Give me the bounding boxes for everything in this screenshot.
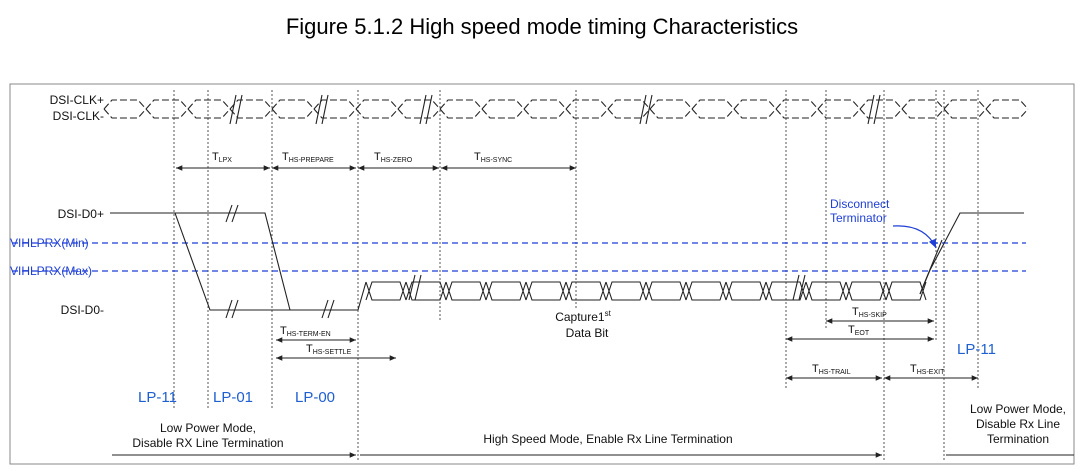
t-prepare: THS-PREPARE xyxy=(282,151,334,164)
data-break-marks xyxy=(225,204,806,319)
state-lp11-a: LP-11 xyxy=(138,389,177,406)
label-vih-max: VIHLPRX(Max) xyxy=(10,264,92,278)
t-termen: THS-TERM-EN xyxy=(280,325,331,338)
capture-label: Capture1st Data Bit xyxy=(555,309,611,340)
clock-break-0b xyxy=(235,94,243,125)
data-lane-waveform xyxy=(110,212,1024,311)
svg-text:Terminator: Terminator xyxy=(830,211,887,225)
svg-text:Termination: Termination xyxy=(987,432,1049,446)
t-skip: THS-SKIP xyxy=(852,306,887,319)
signal-labels: DSI-CLK+ DSI-CLK- DSI-D0+ DSI-D0- xyxy=(50,93,104,317)
figure-title: Figure 5.1.2 High speed mode timing Char… xyxy=(285,14,799,39)
label-clk-pos: DSI-CLK+ xyxy=(50,93,104,107)
d0p-trace-left xyxy=(110,212,290,311)
clock-diff-pattern xyxy=(103,99,1029,119)
hs-data-eyes xyxy=(365,281,927,301)
clock-waveform xyxy=(103,94,1029,125)
clock-break-1a xyxy=(315,94,323,125)
label-d0-neg: DSI-D0- xyxy=(61,303,104,317)
d0n-exit xyxy=(919,239,943,295)
level-labels: VIHLPRX(Min) VIHLPRX(Max) xyxy=(10,236,92,278)
disconnect-label: Disconnect Terminator xyxy=(830,197,890,225)
vertical-guides xyxy=(173,90,979,460)
t-zero: THS-ZERO xyxy=(374,151,413,164)
timing-labels: TLPX THS-PREPARE THS-ZERO THS-SYNC THS-T… xyxy=(212,151,945,376)
clock-break-1b xyxy=(321,94,329,125)
clock-break-3b xyxy=(645,94,653,125)
svg-text:Capture1st: Capture1st xyxy=(555,309,611,324)
svg-text:High Speed Mode, Enable Rx Lin: High Speed Mode, Enable Rx Line Terminat… xyxy=(483,432,732,446)
disconnect-arrow xyxy=(892,225,937,249)
clock-break-2b xyxy=(425,94,433,125)
t-lpx: TLPX xyxy=(212,151,232,164)
svg-text:Data Bit: Data Bit xyxy=(566,326,609,340)
timing-arrows xyxy=(112,165,1074,458)
svg-text:Low Power Mode,: Low Power Mode, xyxy=(970,402,1066,416)
label-d0-pos: DSI-D0+ xyxy=(58,207,104,221)
svg-text:Disable RX Line Termination: Disable RX Line Termination xyxy=(132,436,283,450)
t-settle: THS-SETTLE xyxy=(306,343,352,356)
clock-break-0a xyxy=(229,94,237,125)
t-sync: THS-SYNC xyxy=(474,151,512,164)
mode-labels: Low Power Mode, Disable RX Line Terminat… xyxy=(132,402,1066,450)
label-clk-neg: DSI-CLK- xyxy=(53,109,104,123)
d0n-trace-left xyxy=(110,212,367,311)
t-trail: THS-TRAIL xyxy=(812,363,851,376)
clock-break-4b xyxy=(873,94,881,125)
t-exit: THS-EXIT xyxy=(910,363,945,376)
clock-break-2a xyxy=(419,94,427,125)
clock-break-4a xyxy=(867,94,875,125)
hs-eye-pattern xyxy=(365,281,927,301)
t-eot: TEOT xyxy=(848,324,870,337)
state-lp01: LP-01 xyxy=(213,389,253,406)
svg-text:Low Power Mode,: Low Power Mode, xyxy=(160,421,256,435)
clock-break-3a xyxy=(639,94,647,125)
state-lp00: LP-00 xyxy=(295,389,335,406)
state-lp11-b: LP-11 xyxy=(957,341,996,358)
state-labels: LP-11 LP-01 LP-00 LP-11 xyxy=(138,341,996,406)
diagram-frame xyxy=(9,83,1075,465)
label-vih-min: VIHLPRX(Min) xyxy=(10,236,89,250)
svg-text:Disconnect: Disconnect xyxy=(830,197,890,211)
svg-text:Disable Rx Line: Disable Rx Line xyxy=(976,417,1060,431)
d0p-exit xyxy=(919,212,1024,295)
